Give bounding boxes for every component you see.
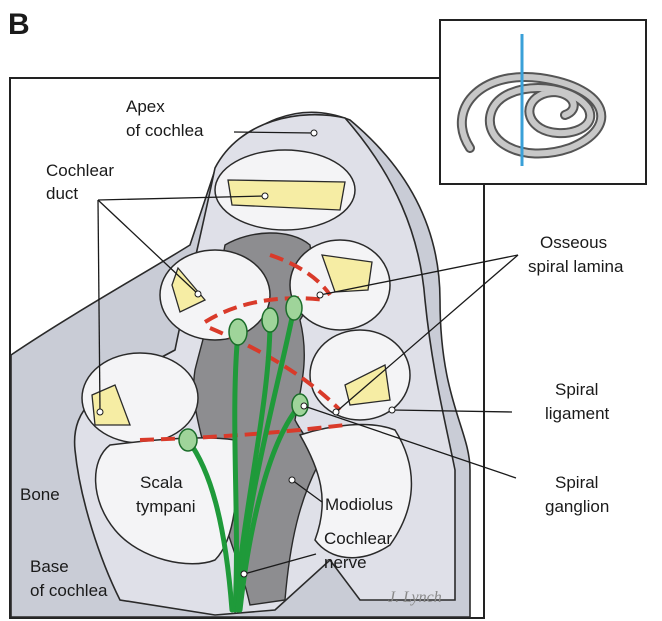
label-modiolus: Modiolus	[325, 495, 393, 514]
middle-right-chamber	[310, 330, 410, 420]
label-bone: Bone	[20, 485, 60, 504]
label-spiral-ganglion: Spiral ganglion	[545, 473, 609, 516]
label-osseous-spiral-lamina: Osseous spiral lamina	[528, 233, 624, 276]
panel-letter: B	[8, 8, 30, 41]
artist-signature: J. Lynch	[388, 589, 442, 606]
label-spiral-ligament: Spiral ligament	[545, 380, 610, 423]
cochlear-duct-apex	[228, 180, 345, 210]
inset-spiral	[440, 20, 646, 184]
